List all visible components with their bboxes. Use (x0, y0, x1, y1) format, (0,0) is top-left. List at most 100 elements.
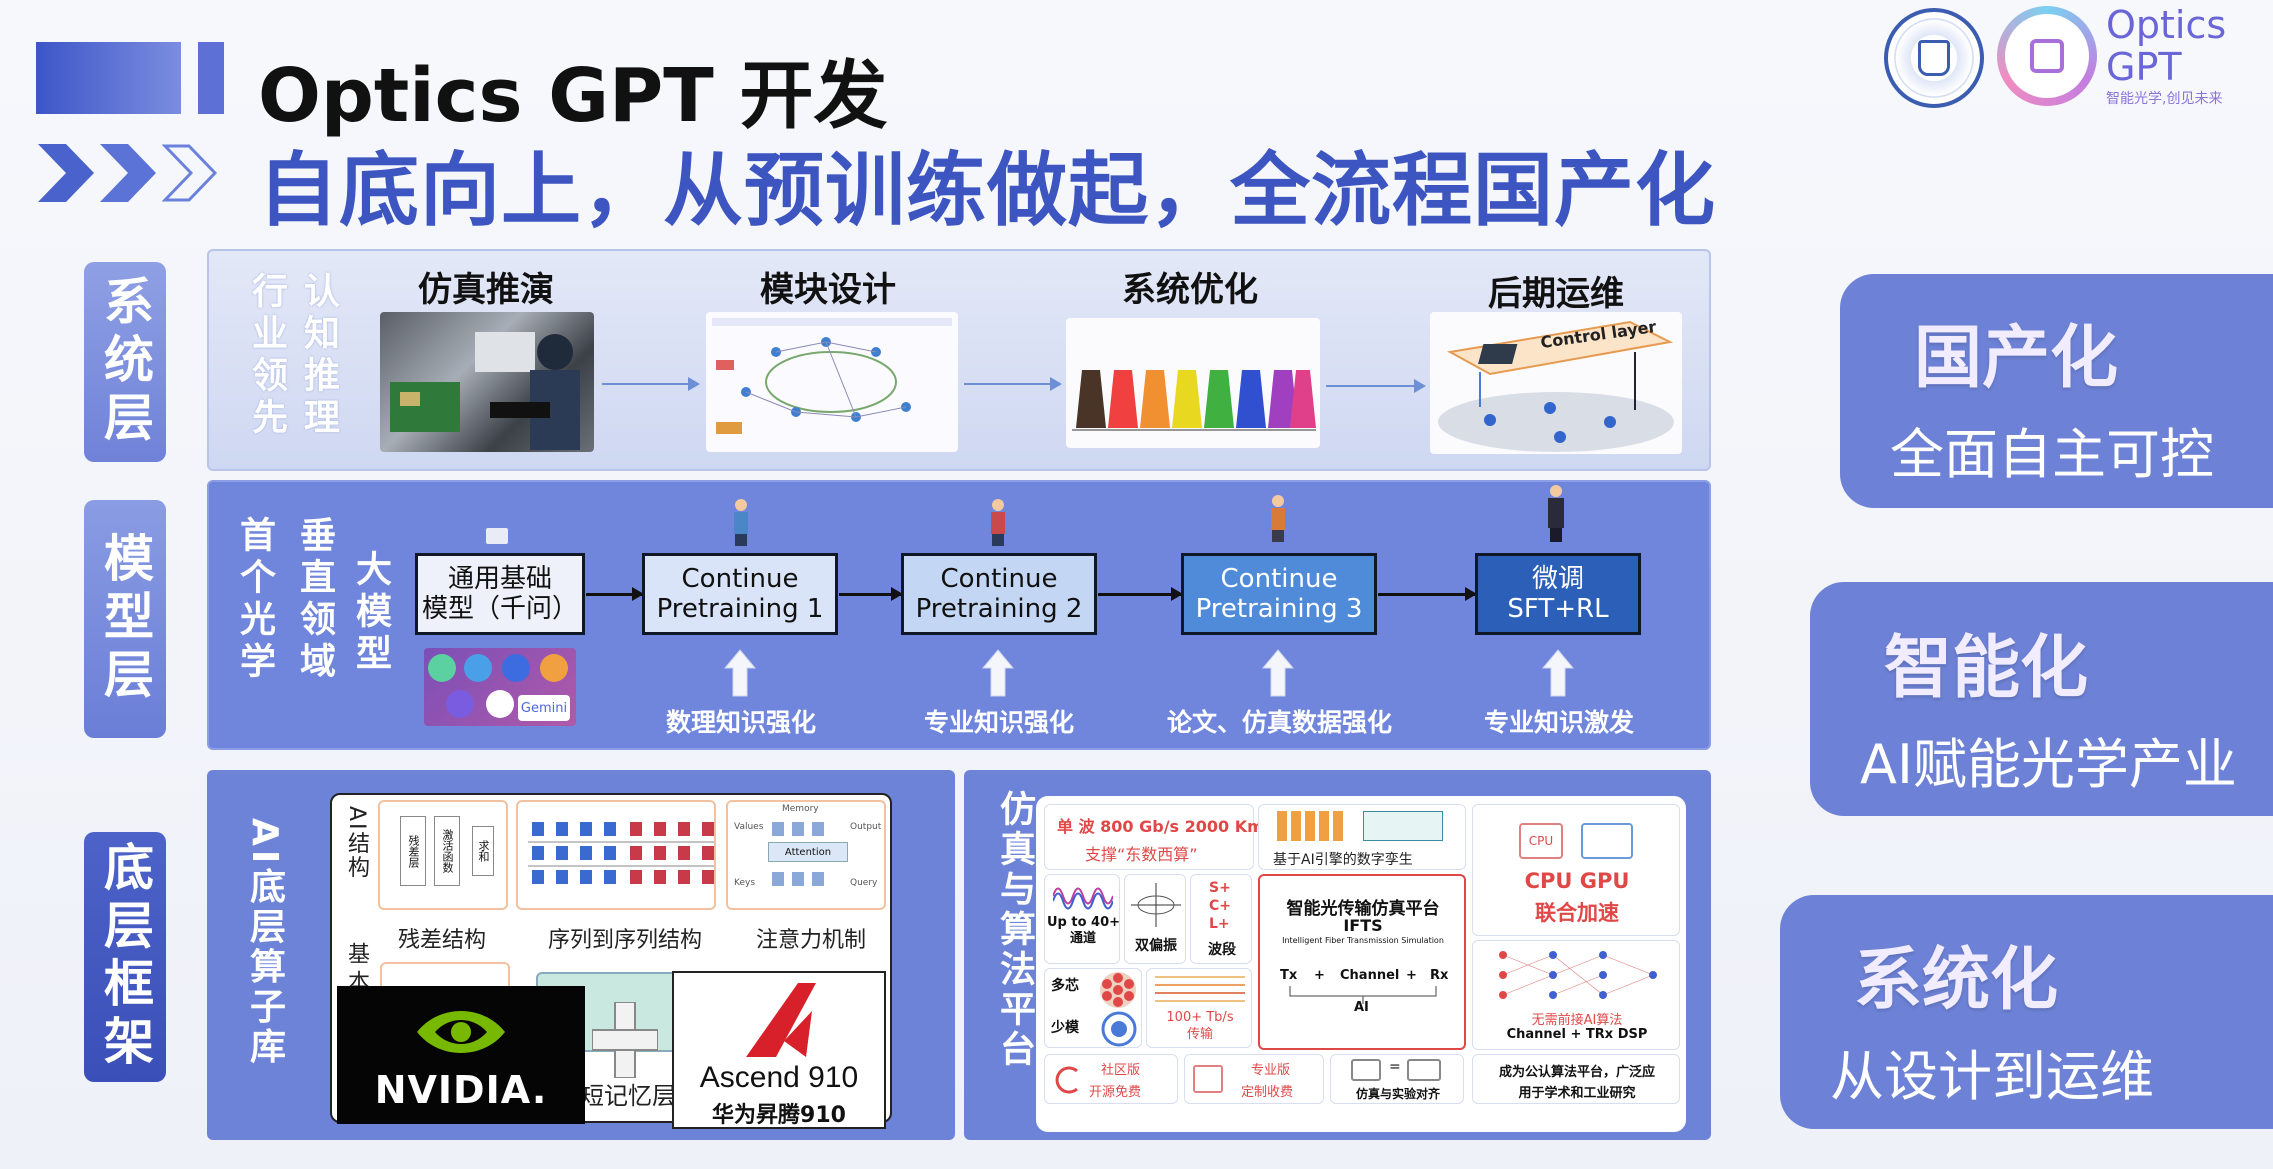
pro-edition-cell: 专业版 定制收费 (1184, 1054, 1324, 1104)
feature-sub-domestic: 全面自主可控 (1890, 423, 2214, 486)
cpu-gpu-cell: CPU CPU GPU 联合加速 (1472, 804, 1680, 936)
pro-edition-icon (1193, 1065, 1223, 1093)
up-arrow-icon (723, 649, 757, 697)
ifts-plus-2: + (1406, 968, 1417, 983)
residual-part: 残差层 (400, 816, 426, 886)
ai-algorithm-cell: 无需前接AI算法 Channel + TRx DSP (1472, 940, 1680, 1050)
multicore-text: 多芯 (1051, 978, 1079, 994)
ifts-english-name: Intelligent Fiber Transmission Simulatio… (1282, 936, 1444, 945)
flow-arrow (1326, 379, 1426, 393)
up-arrow-icon (1261, 649, 1295, 697)
ascend-wordmark: Ascend 910 (699, 1061, 859, 1094)
values-label: Values (734, 822, 764, 832)
model-side-text-2: 垂直领域 (294, 516, 335, 684)
capacity-lines-icon (1155, 976, 1245, 1002)
plus-icon (592, 1002, 658, 1078)
feature-sub-intelligent: AI赋能光学产业 (1860, 733, 2237, 796)
fewmode-fiber-icon (1101, 1011, 1137, 1047)
feature-heading-systematic: 系统化 (1854, 941, 2059, 1020)
recognized-platform-text-2: 用于学术和工业研究 (1518, 1086, 1636, 1101)
sim-experiment-align-text: 仿真与实验对齐 (1355, 1087, 1440, 1101)
tiny-icon (486, 528, 508, 544)
activation-part: 激活函数 (434, 816, 460, 886)
stage-title-operations: 后期运维 (1488, 274, 1624, 314)
logo-slogan: 智能光学,创见未来 (2106, 91, 2223, 107)
sim-panel-side-text: 仿真与算法平台 (994, 790, 1035, 1070)
cpu-chip-icon: CPU (1519, 823, 1563, 859)
multicore-fiber-icon (1100, 972, 1136, 1008)
single-wave-text: 单 波 800 Gb/s 2000 Km (1057, 817, 1264, 836)
system-side-text-1: 行业领先 (246, 272, 287, 440)
east-west-text: 支撑“东数西算” (1085, 845, 1198, 864)
band-letters: S+ C+ L+ (1209, 880, 1232, 932)
feature-sub-systematic: 从设计到运维 (1830, 1045, 2154, 1108)
up-arrow-icon (1541, 649, 1575, 697)
layer-label-system: 系统层 (84, 262, 166, 462)
flow-arrow (602, 377, 700, 391)
pipeline-arrow (1098, 587, 1183, 601)
fewmode-text: 少模 (1051, 1020, 1079, 1036)
spectrum-image (1066, 318, 1320, 448)
channels-cell: Up to 40+ 通道 (1044, 874, 1120, 964)
ai-structure-label: AI结构 (344, 806, 369, 880)
keys-label: Keys (734, 878, 756, 888)
pipeline-arrow (839, 587, 903, 601)
llm-logos-image (424, 648, 576, 726)
experiment-icon (1407, 1059, 1441, 1081)
multicore-fewmode-cell: 多芯 少模 (1044, 968, 1142, 1048)
feature-heading-intelligent: 智能化 (1884, 629, 2089, 708)
chevron-right-icon (38, 144, 94, 202)
pipeline-arrow (1378, 587, 1477, 601)
title-accent-bar (36, 42, 181, 114)
ifts-abbr: IFTS (1343, 916, 1383, 935)
caption-attention: 注意力机制 (756, 928, 867, 953)
wave-icon (1053, 887, 1113, 910)
control-layer-image (1430, 312, 1682, 454)
person-icon (1548, 485, 1564, 542)
sim-experiment-align-cell: = 仿真与实验对齐 (1330, 1054, 1464, 1104)
dual-pol-text: 双偏振 (1135, 938, 1177, 954)
recognized-platform-cell: 成为公认算法平台，广泛应 用于学术和工业研究 (1472, 1054, 1680, 1104)
ascend-mark-icon (746, 983, 816, 1057)
ifts-plus-1: + (1314, 968, 1325, 983)
gemini-logo: Gemini (518, 695, 570, 721)
optics-gpt-logo (1997, 6, 2097, 106)
community-edition-label: 社区版 (1101, 1063, 1141, 1078)
ascend-chinese-name: 华为昇腾910 (712, 1103, 846, 1128)
memory-label: Memory (782, 804, 819, 814)
person-icon (734, 499, 748, 546)
neural-network-icon (1499, 951, 1657, 999)
caption-professional-knowledge: 专业知识强化 (924, 708, 1075, 737)
caption-seq2seq: 序列到序列结构 (548, 928, 703, 953)
output-label: Output (850, 822, 882, 832)
base-model-box: 通用基础 模型（千问） (415, 553, 585, 635)
ai-algorithm-text: 无需前接AI算法 (1531, 1013, 1623, 1028)
pipeline-arrow (586, 587, 644, 601)
layer-label-model: 模型层 (84, 500, 166, 738)
custom-charge-label: 定制收费 (1241, 1085, 1294, 1100)
pretraining-1-box: Continue Pretraining 1 (642, 553, 838, 635)
page-title: Optics GPT 开发 (258, 53, 888, 139)
gpu-card-icon (1581, 823, 1633, 859)
ascend-910-logo: Ascend 910 华为昇腾910 (672, 971, 886, 1129)
community-icon (1055, 1066, 1078, 1094)
single-wave-cell: 单 波 800 Gb/s 2000 Km 支撑“东数西算” (1044, 804, 1264, 870)
ifts-channel: Channel (1340, 968, 1400, 983)
feature-card-systematic (1780, 895, 2273, 1129)
model-side-text-3: 大模型 (350, 550, 391, 676)
query-label: Query (850, 878, 878, 888)
caption-math-knowledge: 数理知识强化 (666, 708, 817, 737)
stage-title-module-design: 模块设计 (760, 270, 896, 310)
community-edition-cell: 社区版 开源免费 (1044, 1054, 1178, 1104)
open-source-free-label: 开源免费 (1089, 1085, 1142, 1100)
model-side-text-1: 首个光学 (234, 516, 275, 684)
feature-heading-domestic: 国产化 (1914, 319, 2119, 398)
lab-photo-image (380, 312, 594, 452)
university-seal-logo (1884, 8, 1984, 108)
pro-edition-label: 专业版 (1251, 1063, 1291, 1078)
caption-knowledge-activation: 专业知识激发 (1484, 708, 1635, 737)
sum-part: 求和 (472, 826, 494, 876)
chevron-right-outline-icon (162, 144, 218, 202)
nvidia-wordmark: NVIDIA. (374, 1068, 548, 1112)
up-arrow-icon (981, 649, 1015, 697)
